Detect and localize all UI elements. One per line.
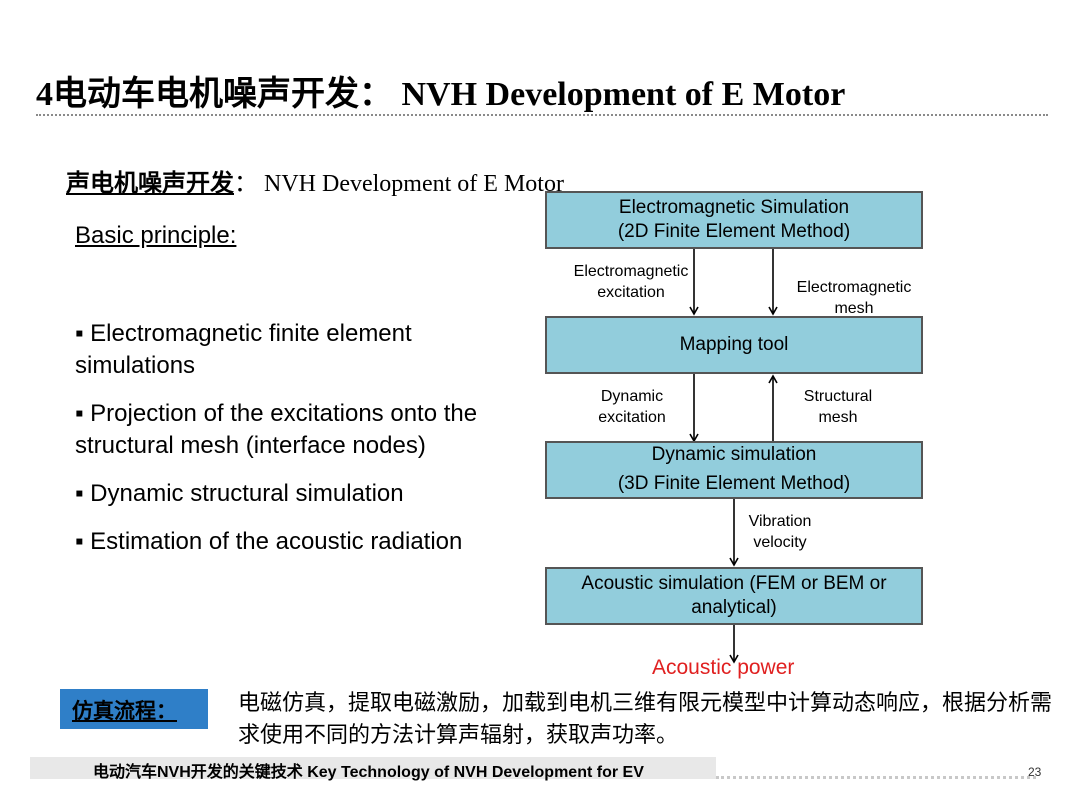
process-badge-label: 仿真流程：	[72, 698, 177, 723]
label-line: excitation	[598, 409, 666, 426]
box-line: Acoustic simulation (FEM or BEM or	[581, 573, 887, 594]
label-line: Dynamic	[600, 388, 664, 405]
title-divider	[36, 114, 1048, 116]
mapping-tool-box: Mapping tool	[545, 316, 923, 374]
basic-principle-heading: Basic principle:	[75, 222, 237, 249]
principle-item: ▪ Dynamic structural simulation	[75, 480, 404, 507]
box-line: Electromagnetic Simulation	[618, 197, 850, 218]
principle-item: ▪ Electromagnetic finite element simulat…	[75, 320, 412, 379]
subtitle-chinese: 声电机噪声开发	[66, 171, 234, 197]
acoustic-simulation-box: Acoustic simulation (FEM or BEM or analy…	[545, 567, 923, 625]
label-structural-mesh: Structural mesh	[790, 386, 886, 428]
acoustic-power-output: Acoustic power	[652, 656, 795, 679]
box-line: (3D Finite Element Method)	[617, 473, 851, 494]
label-line: mesh	[818, 409, 858, 426]
footer-divider	[716, 776, 1036, 779]
principle-item: ▪ Projection of the excitations onto the…	[75, 400, 478, 459]
label-em-excitation: Electromagnetic excitation	[566, 261, 696, 303]
section-subtitle: 声电机噪声开发： NVH Development of E Motor	[66, 163, 564, 198]
label-line: Structural	[803, 388, 873, 405]
footer-bar	[30, 757, 716, 779]
label-line: mesh	[834, 300, 874, 317]
box-line: Mapping tool	[679, 334, 789, 355]
box-line: analytical)	[691, 597, 777, 618]
label-vibration-velocity: Vibration velocity	[740, 511, 820, 553]
label-line: excitation	[597, 284, 665, 301]
subtitle-english: ： NVH Development of E Motor	[234, 171, 564, 197]
process-description: 电磁仿真，提取电磁激励，加载到电机三维有限元模型中计算动态响应，根据分析需求使用…	[238, 691, 1053, 748]
principle-list: ▪ Electromagnetic finite element simulat…	[75, 318, 505, 574]
principle-item: ▪ Estimation of the acoustic radiation	[75, 528, 463, 555]
label-line: Electromagnetic	[573, 263, 689, 280]
page-number: 23	[1028, 765, 1042, 779]
label-line: Electromagnetic	[796, 279, 912, 296]
label-em-mesh: Electromagnetic mesh	[788, 277, 920, 319]
label-line: Vibration	[748, 513, 812, 530]
slide-title: 4电动车电机噪声开发： NVH Development of E Motor	[36, 76, 846, 113]
footer-text: 电动汽车NVH开发的关键技术 Key Technology of NVH Dev…	[93, 764, 644, 781]
label-line: velocity	[753, 534, 807, 551]
dynamic-simulation-box: Dynamic simulation (3D Finite Element Me…	[545, 441, 923, 499]
box-line: Dynamic simulation	[651, 444, 817, 465]
box-line: (2D Finite Element Method)	[617, 221, 851, 242]
em-simulation-box: Electromagnetic Simulation (2D Finite El…	[545, 191, 923, 249]
label-dynamic-excitation: Dynamic excitation	[582, 386, 682, 428]
process-badge: 仿真流程：	[60, 689, 208, 729]
